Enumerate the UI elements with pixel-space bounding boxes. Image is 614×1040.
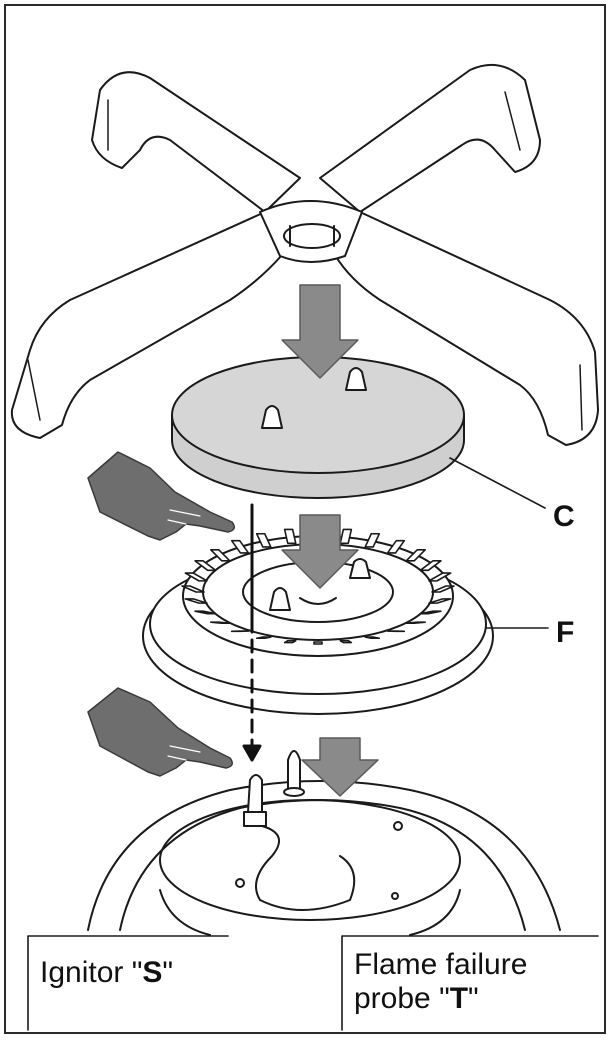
spreader-tooth: [283, 528, 297, 545]
spreader-tooth: [209, 549, 231, 562]
spreader-tooth: [209, 621, 231, 624]
spreader-tooth: [339, 639, 353, 644]
label-C: C: [553, 500, 575, 533]
ignitor-caption-suffix: ": [162, 956, 174, 989]
spreader-tooth: [255, 532, 272, 548]
spreader-tooth: [431, 585, 455, 593]
spreader-tooth: [194, 610, 217, 615]
down-arrow-icon: [281, 284, 359, 379]
flame-failure-probe-T: [283, 750, 305, 797]
spreader-tooth: [428, 572, 452, 582]
pan-support-grid: [10, 63, 599, 446]
ignitor-caption-prefix: Ignitor ": [40, 956, 143, 989]
alignment-arrow: [242, 503, 262, 762]
probe-caption-frame: [341, 935, 599, 1031]
probe-caption-prefix: probe ": [354, 982, 450, 1015]
spreader-tooth: [255, 636, 272, 640]
spreader-tooth: [184, 572, 208, 582]
spreader-tooth: [181, 585, 205, 593]
diagram-frame: [4, 4, 606, 1034]
spreader-tooth: [230, 539, 250, 554]
ignitor-caption: Ignitor "S": [40, 956, 173, 990]
spreader-tooth: [419, 610, 442, 615]
down-arrow-icon: [301, 737, 379, 797]
probe-caption-suffix: ": [468, 982, 479, 1015]
spreader-tooth: [419, 560, 442, 572]
spreader-tooth: [428, 598, 452, 604]
probe-caption-line2: probe "T": [354, 982, 527, 1016]
spreader-tooth: [364, 636, 381, 640]
probe-code: T: [449, 982, 469, 1015]
spreader-tooth: [313, 641, 323, 645]
burner-base: [87, 750, 561, 936]
spreader-tooth: [386, 539, 406, 554]
label-F: F: [556, 616, 575, 649]
spreader-tooth: [283, 639, 297, 644]
probe-caption-line1: Flame failure: [354, 948, 528, 981]
probe-caption: Flame failure probe "T": [354, 948, 527, 1016]
spreader-tooth: [364, 532, 381, 548]
spreader-tooth: [405, 549, 427, 562]
pointing-hand-icon: [87, 451, 235, 541]
spreader-tooth: [194, 560, 217, 572]
ignitor-caption-frame: [27, 935, 229, 1031]
burner-cap: [171, 356, 546, 509]
ignitor-S: [243, 774, 356, 911]
pointing-hand-icon: [87, 687, 233, 777]
spreader-tooth: [339, 528, 353, 545]
ignitor-code: S: [142, 956, 163, 989]
spreader-tooth: [405, 621, 427, 624]
down-arrow-icon: [281, 514, 359, 589]
spreader-tooth: [184, 598, 208, 604]
